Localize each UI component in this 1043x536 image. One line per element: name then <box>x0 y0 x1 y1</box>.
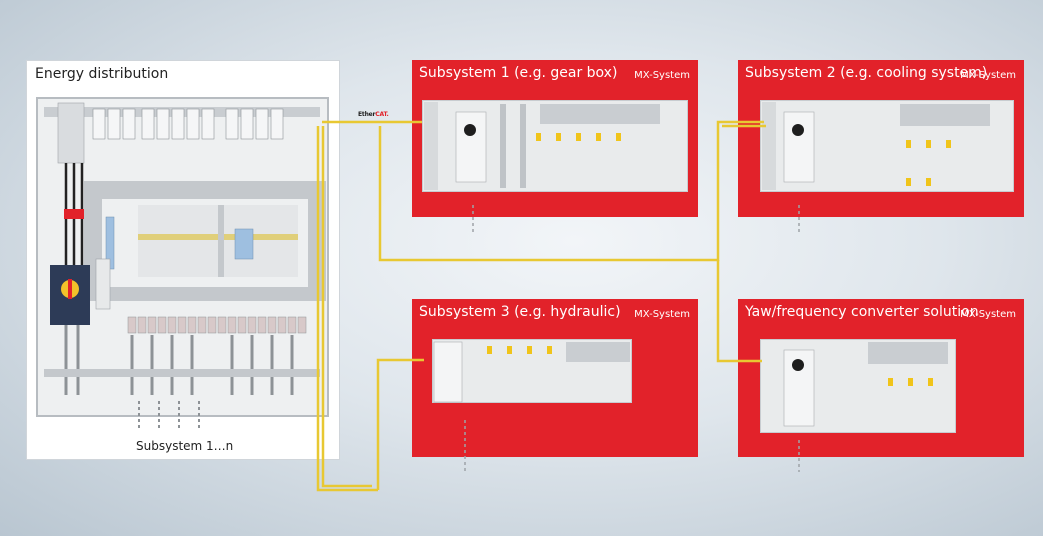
mx-system-rack <box>432 339 632 403</box>
subsystem-1-title: Subsystem 1 (e.g. gear box) <box>419 65 618 81</box>
mx-system-logo: MX-System <box>960 70 1016 81</box>
yaw-converter-panel: Yaw/frequency converter solution MX-Syst… <box>738 299 1024 457</box>
energy-distribution-title: Energy distribution <box>35 66 169 82</box>
mx-system-rack <box>760 100 1014 192</box>
subsystem-1-panel: Subsystem 1 (e.g. gear box) MX-System <box>412 60 698 217</box>
mx-system-logo: MX-System <box>634 70 690 81</box>
subsystem-2-panel: Subsystem 2 (e.g. cooling system) MX-Sys… <box>738 60 1024 217</box>
ethercat-logo-part2: CAT. <box>375 111 389 118</box>
subsystem-range-label: Subsystem 1…n <box>136 439 234 453</box>
yaw-converter-title: Yaw/frequency converter solution <box>745 304 979 320</box>
subsystem-3-title: Subsystem 3 (e.g. hydraulic) <box>419 304 621 320</box>
mx-system-logo: MX-System <box>960 309 1016 320</box>
subsystem-3-panel: Subsystem 3 (e.g. hydraulic) MX-System <box>412 299 698 457</box>
ethercat-logo-part1: Ether <box>358 111 376 118</box>
ethercat-logo: EtherCAT. <box>358 111 389 118</box>
subsystem-2-title: Subsystem 2 (e.g. cooling system) <box>745 65 988 81</box>
control-cabinet-illustration <box>44 102 326 395</box>
energy-distribution-panel: Energy distribution <box>26 60 340 460</box>
mx-system-rack <box>422 100 688 192</box>
control-cabinet-image <box>36 97 329 417</box>
mx-system-rack <box>760 339 956 433</box>
cable-outlets-icon <box>138 401 200 431</box>
mx-system-logo: MX-System <box>634 309 690 320</box>
